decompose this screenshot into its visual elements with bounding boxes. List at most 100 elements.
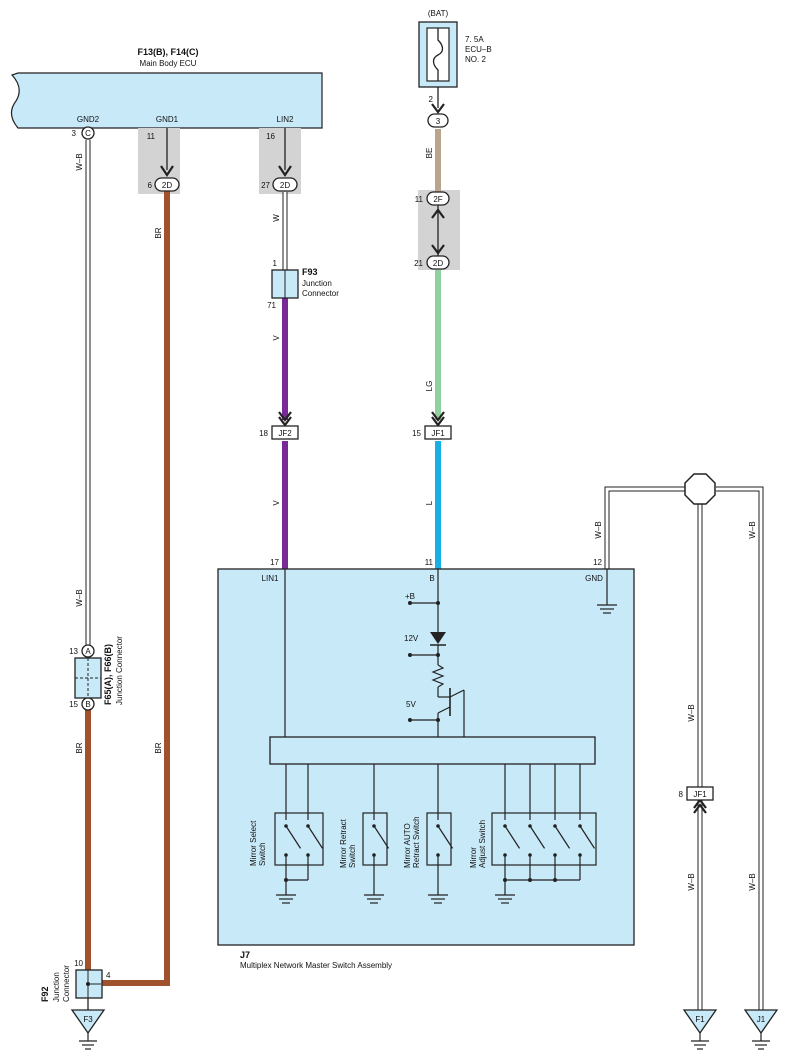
connector-2d-left-pin: 6 <box>148 181 153 190</box>
j7-pin-b: 11 <box>425 558 434 567</box>
ground-f1-label: F1 <box>695 1015 705 1024</box>
connector-2d-left-label: 2D <box>162 181 172 190</box>
j7-terminal-b: B <box>429 574 434 583</box>
j7-label-12v: 12V <box>404 634 419 643</box>
wire-label-br-left: BR <box>75 742 84 753</box>
j7-terminal-gnd: GND <box>585 574 603 583</box>
junction-f92-line1: Junction <box>52 972 61 1002</box>
connector-jf1b <box>686 786 714 801</box>
connector-jf2 <box>271 425 299 440</box>
chevron-2f-icon <box>431 208 445 219</box>
chevron-jf2-a-icon <box>278 411 292 422</box>
wire-label-lg: LG <box>425 381 434 392</box>
connector-2d-right-pin: 21 <box>414 259 423 268</box>
wire-wb-j1 <box>716 487 763 1010</box>
mirror-auto-retract-switch: Mirror AUTO Retract Switch <box>403 764 454 904</box>
wire-wb-j1-outline <box>716 486 764 1010</box>
chevron-jf1-a-icon <box>431 411 445 422</box>
chevron-lin2-icon <box>278 165 292 177</box>
mirror-adjust-label2: Adjust Switch <box>478 820 487 868</box>
j7-master-switch-assembly: J7 Multiplex Network Master Switch Assem… <box>217 558 635 970</box>
wire-label-wb-left-mid: W–B <box>75 589 84 606</box>
wire-label-wb-right2: W–B <box>748 521 757 538</box>
mirror-auto-label1: Mirror AUTO <box>403 823 412 868</box>
junction-f92-dot <box>86 982 90 986</box>
connector-3-label: 3 <box>436 117 441 126</box>
j7-terminal-lin1: LIN1 <box>262 574 279 583</box>
wire-label-wb-left-top: W–B <box>75 153 84 170</box>
ecu-terminal-gnd2: GND2 <box>77 115 100 124</box>
pin-gnd2-conn-label: C <box>85 129 91 138</box>
connector-jf1b-pin: 8 <box>679 790 684 799</box>
junction-f93-code: F93 <box>302 267 318 277</box>
wire-label-v-lower: V <box>272 500 281 506</box>
mirror-select-switch: Mirror Select Switch <box>249 764 324 904</box>
mirror-retract-switch: Mirror Retract Switch <box>339 764 390 904</box>
mirror-adjust-label1: Mirror <box>469 847 478 868</box>
pin-lin2-number: 16 <box>266 132 275 141</box>
j7-code: J7 <box>240 950 250 960</box>
wire-label-w: W <box>272 214 281 222</box>
chevron-jf1b-b-icon <box>693 803 707 814</box>
chevron-fuse-icon <box>431 103 445 114</box>
ground-j1: J1 <box>743 1009 779 1050</box>
wire-label-wb-right1: W–B <box>687 704 696 721</box>
fuse-pin-out: 2 <box>429 95 434 104</box>
wire-label-l: L <box>425 500 434 505</box>
connector-2f-pin: 11 <box>415 195 424 204</box>
wire-label-br-gnd1: BR <box>154 227 163 238</box>
junction-f93-line2: Connector <box>302 289 339 298</box>
wire-label-be: BE <box>425 148 434 159</box>
connector-2d-right-label: 2D <box>433 259 443 268</box>
junction-f93-pin-bottom: 71 <box>267 301 276 310</box>
junction-f92-pin-right: 4 <box>106 971 111 980</box>
fuse-icon <box>432 28 444 81</box>
f65-conn-a <box>81 644 95 658</box>
f65-conn-a-label: A <box>85 647 91 656</box>
ecu-code: F13(B), F14(C) <box>137 47 198 57</box>
j7-pin-gnd: 12 <box>593 558 602 567</box>
j7-5v-dot <box>408 718 412 722</box>
connector-jf1 <box>424 425 452 440</box>
chevron-jf2-b-icon <box>278 416 292 427</box>
transistor-emitter <box>437 706 451 714</box>
chevron-gnd1-icon <box>160 165 174 177</box>
wire-label-v-upper: V <box>272 335 281 341</box>
mirror-retract-label1: Mirror Retract <box>339 818 348 868</box>
diode-icon <box>430 632 446 644</box>
transistor-collector <box>449 689 465 698</box>
fuse-rating: 7. 5A <box>465 35 484 44</box>
mirror-retract-label2: Switch <box>348 844 357 868</box>
chevron-2d-right-icon <box>431 244 445 255</box>
fuse-number: NO. 2 <box>465 55 486 64</box>
j7-ground-icon <box>597 604 617 614</box>
fuse-name: ECU–B <box>465 45 492 54</box>
f65-name: Junction Connector <box>115 636 124 705</box>
f65-conn-b <box>81 697 95 711</box>
wire-label-wb-f1: W–B <box>687 873 696 890</box>
connector-2d-right <box>426 255 450 270</box>
mirror-auto-label2: Retract Switch <box>412 816 421 868</box>
j7-name: Multiplex Network Master Switch Assembly <box>240 961 392 970</box>
ground-f3-label: F3 <box>83 1015 93 1024</box>
connector-2d-left <box>154 177 180 192</box>
j7-pin-lin1: 17 <box>270 558 279 567</box>
mirror-adjust-switch: Mirror Adjust Switch <box>469 764 597 904</box>
connector-2d-mid-label: 2D <box>280 181 290 190</box>
connector-3 <box>427 113 449 128</box>
wire-wb-gnd <box>605 487 687 569</box>
ground-j1-label: J1 <box>757 1015 766 1024</box>
connector-jf1b-label: JF1 <box>693 790 707 799</box>
connector-jf1-label: JF1 <box>431 429 445 438</box>
mirror-select-label2: Switch <box>258 842 267 866</box>
resistor-icon <box>431 664 445 688</box>
connector-2f-label: 2F <box>433 195 442 204</box>
pin-gnd2-conn <box>81 126 95 140</box>
pin-gnd1-number: 11 <box>147 132 156 141</box>
f65-code: F65(A), F66(B) <box>103 644 113 705</box>
f65-conn-b-label: B <box>85 700 90 709</box>
f65-pin-top: 13 <box>69 647 78 656</box>
mirror-select-label1: Mirror Select <box>249 820 258 866</box>
splice-point <box>684 473 716 505</box>
